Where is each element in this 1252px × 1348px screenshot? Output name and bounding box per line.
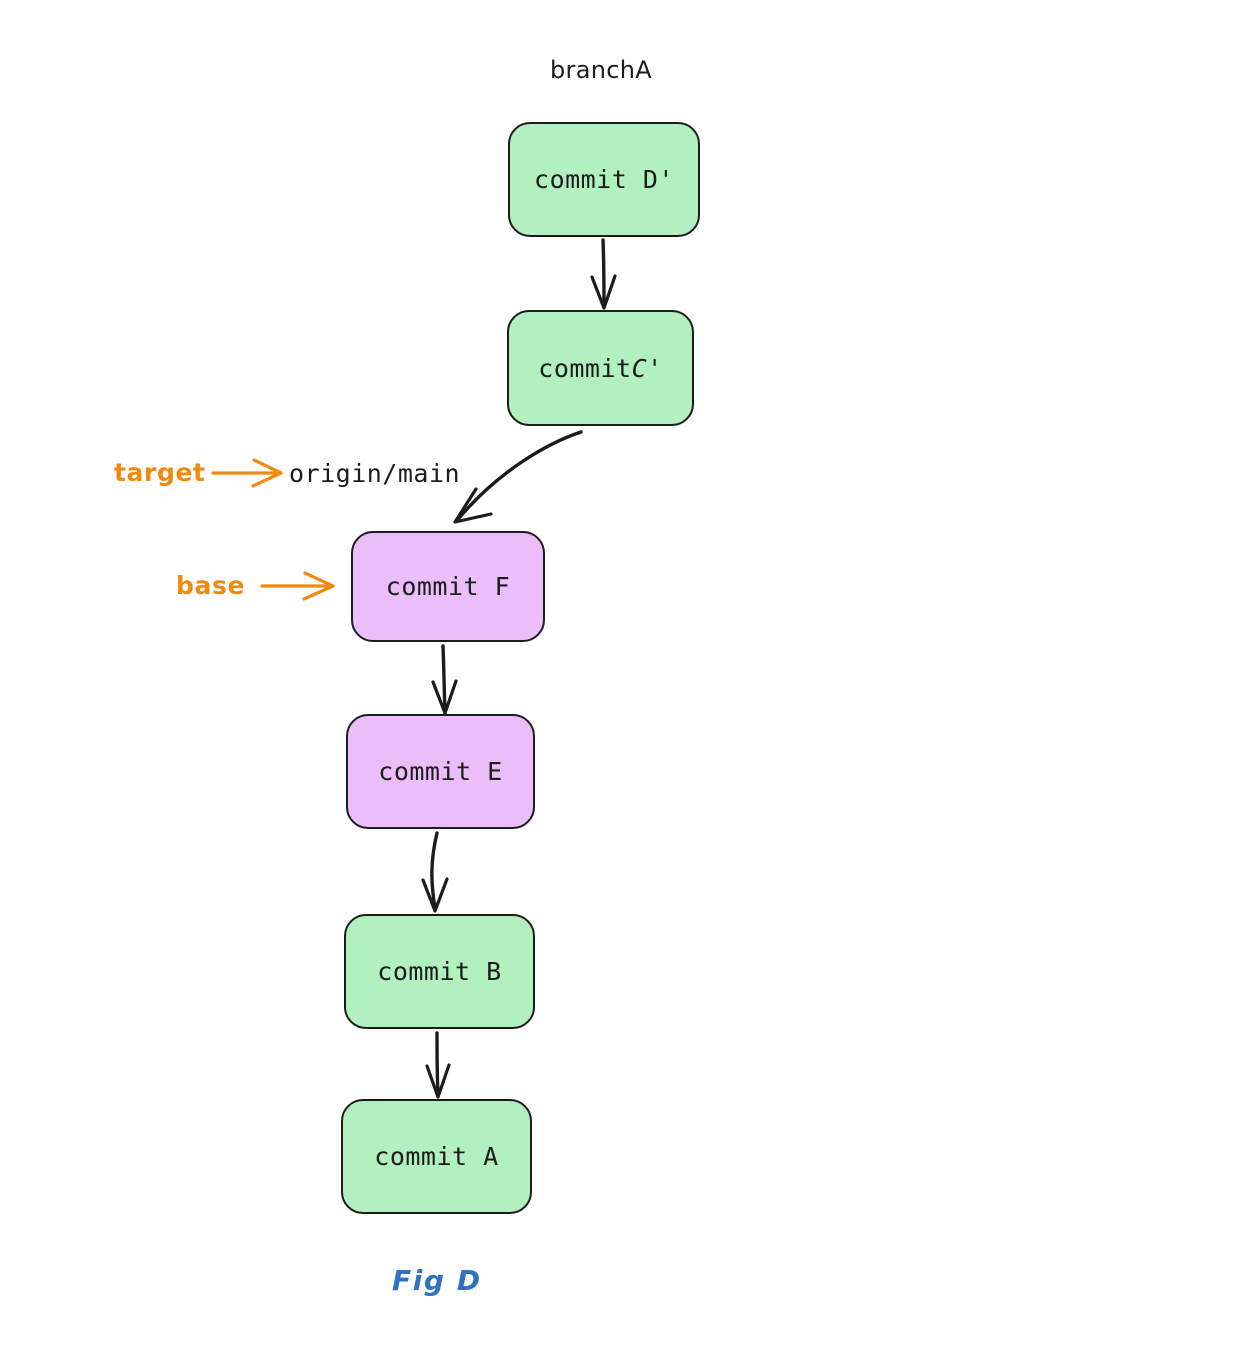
commit-node-b[interactable]: commit B (344, 914, 535, 1029)
figure-caption: Fig D (392, 1264, 482, 1297)
commit-node-a[interactable]: commit A (341, 1099, 532, 1214)
commit-node-c-prime-name: C' (631, 353, 663, 383)
arrow-e-to-b (421, 831, 449, 913)
arrow-cprime-to-f (453, 430, 583, 524)
branch-label-origin-main: origin/main (289, 459, 461, 488)
commit-node-c-prime[interactable]: commit C' (507, 310, 694, 426)
arrow-b-to-a (425, 1031, 451, 1099)
annotation-arrow-base (260, 571, 335, 601)
commit-node-f[interactable]: commit F (351, 531, 545, 642)
commit-node-e[interactable]: commit E (346, 714, 535, 829)
arrow-f-to-e (431, 644, 458, 715)
commit-node-d-prime[interactable]: commit D' (508, 122, 700, 237)
arrow-dprime-to-cprime (590, 238, 617, 310)
annotation-arrow-target (211, 458, 283, 488)
annotation-label-target: target (114, 458, 206, 487)
annotation-label-base: base (176, 571, 246, 600)
branch-label-brancha: branchA (550, 56, 652, 84)
commit-node-c-prime-prefix: commit (538, 353, 632, 383)
